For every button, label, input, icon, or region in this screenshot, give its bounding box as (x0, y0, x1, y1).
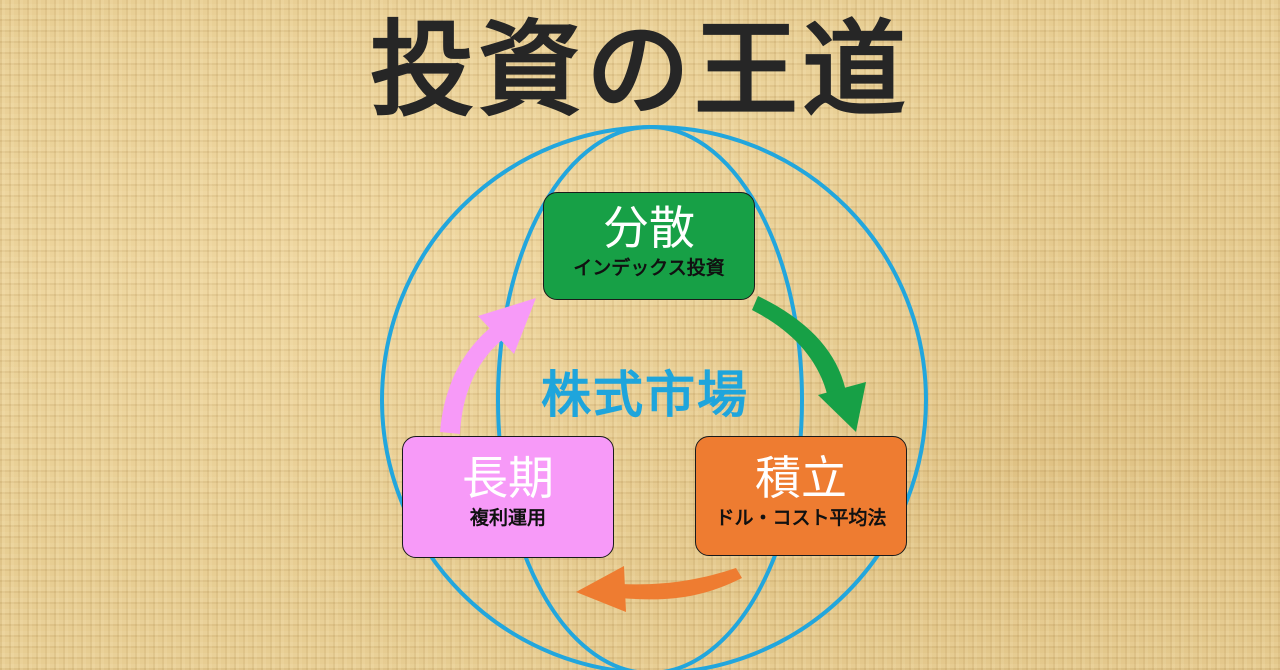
arrow-longterm-to-diversify (440, 298, 536, 434)
arrow-accumulate-to-longterm (576, 566, 742, 612)
box-diversify: 分散 インデックス投資 (543, 192, 755, 300)
box-accumulate: 積立 ドル・コスト平均法 (695, 436, 907, 556)
box-accumulate-title: 積立 (755, 451, 847, 505)
box-diversify-subtitle: インデックス投資 (573, 257, 725, 280)
page-title: 投資の王道 (369, 9, 910, 131)
box-accumulate-subtitle: ドル・コスト平均法 (715, 507, 887, 530)
box-longterm: 長期 複利運用 (402, 436, 614, 558)
box-diversify-title: 分散 (603, 201, 695, 255)
globe-meridian-ellipse (496, 125, 804, 670)
center-label-stock-market: 株式市場 (541, 366, 749, 424)
box-longterm-title: 長期 (462, 451, 554, 505)
arrow-diversify-to-accumulate (752, 296, 866, 432)
box-longterm-subtitle: 複利運用 (469, 507, 546, 530)
